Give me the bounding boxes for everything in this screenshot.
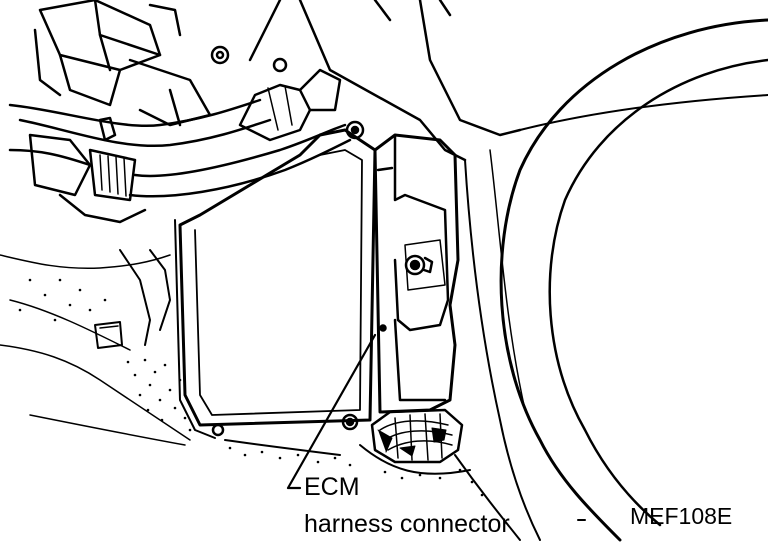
- wheel-arch: [464, 18, 768, 542]
- callout-leader: [286, 333, 586, 521]
- wiring-harness: [8, 98, 352, 224]
- callout-label-harness-connector: harness connector: [304, 510, 510, 538]
- dashboard-underside: [210, 0, 522, 162]
- callout-label-ecm: ECM: [304, 473, 360, 501]
- figure-reference-code: MEF108E: [630, 503, 733, 529]
- floor-surface: [0, 249, 521, 541]
- relay-cluster: [33, 0, 212, 127]
- ecm-unit: [174, 120, 387, 439]
- harness-connector: [370, 408, 464, 464]
- connector-bracket: [373, 133, 460, 414]
- upper-connector: [238, 68, 342, 142]
- floor-stipple: [18, 278, 484, 497]
